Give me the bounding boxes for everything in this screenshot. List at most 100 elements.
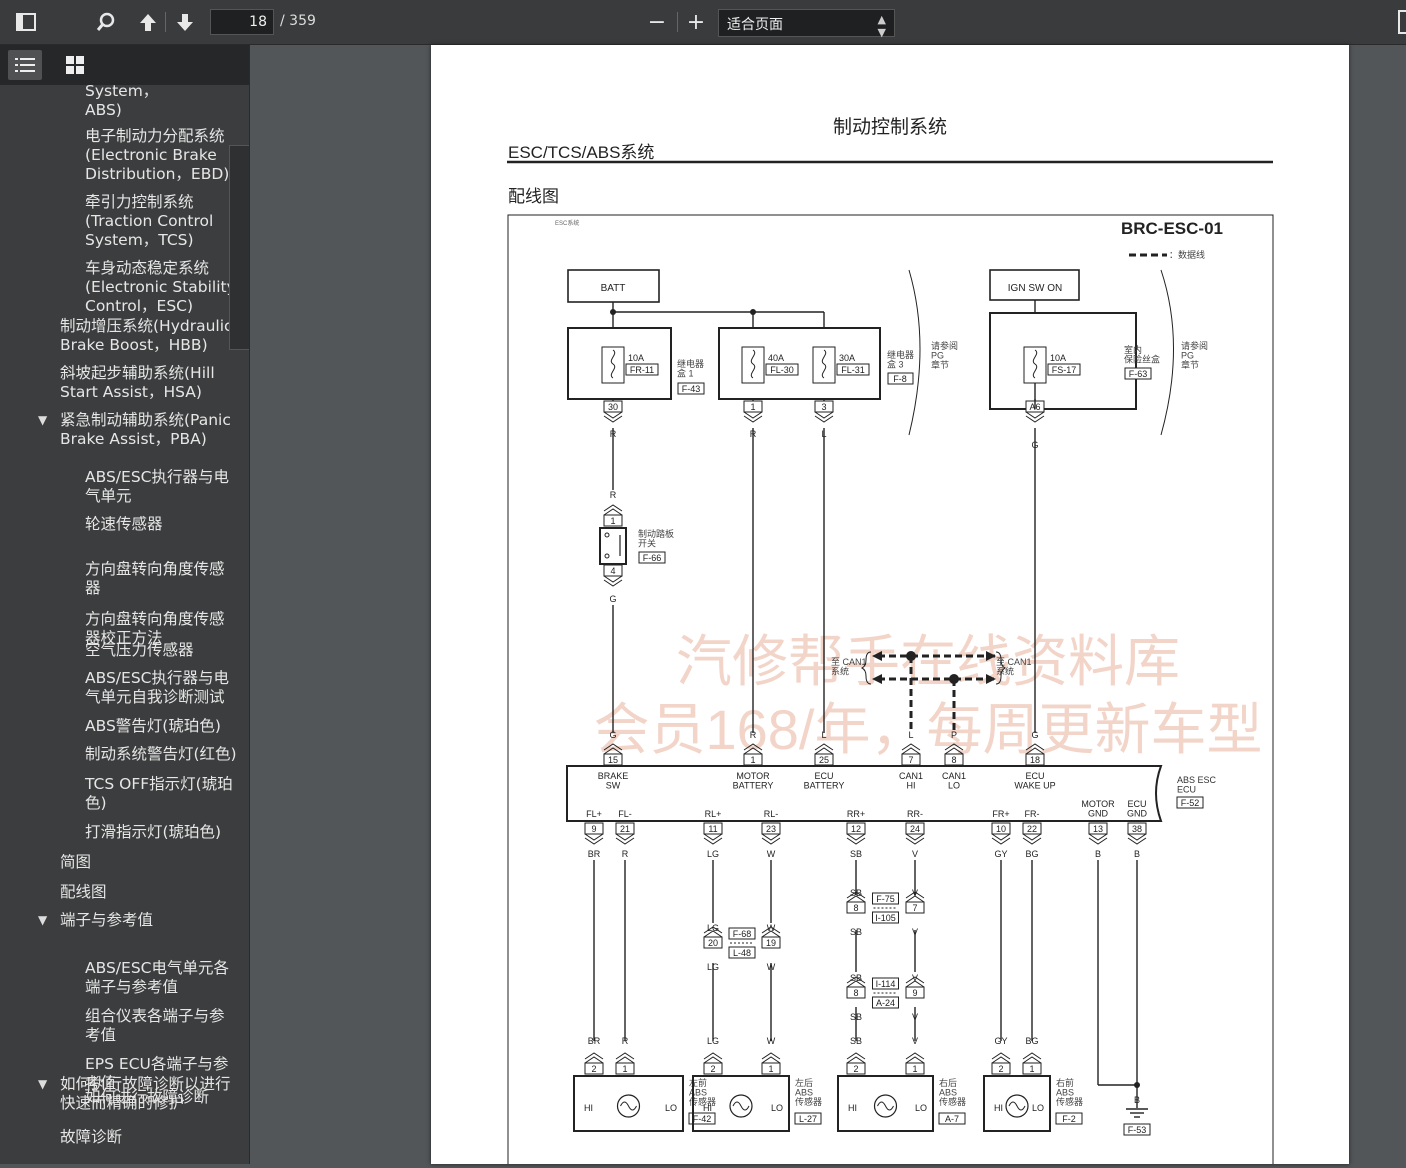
next-page-button[interactable] (171, 8, 199, 36)
abs-sensor-box (837, 1075, 934, 1132)
zoom-in-button[interactable]: + (682, 8, 710, 36)
outline-item[interactable]: 简图 (60, 853, 92, 871)
tab-outline[interactable] (8, 50, 42, 80)
outline-item[interactable]: 制动增压系统(Hydraulic Brake Boost，HBB) (60, 317, 233, 354)
outline-item[interactable]: ABS/ESC执行器与电 气单元 (85, 468, 229, 505)
outline-item[interactable]: EPS ECU各端子与参 考值 (85, 1055, 229, 1092)
fuse-id-box (1047, 363, 1081, 376)
more-tools-icon[interactable] (1398, 10, 1406, 34)
conn-tag-label: F-66 (643, 553, 662, 563)
wire-color: BG (1025, 849, 1038, 859)
page-number-input[interactable] (210, 9, 274, 35)
expanded-triangle-icon[interactable]: ▼ (38, 413, 48, 427)
outline-item[interactable]: 紧急制动辅助系统(Panic Brake Assist，PBA) (60, 411, 231, 448)
sensor-pin (615, 1062, 635, 1075)
wheel-sensor-icon (729, 1094, 753, 1118)
outline-item[interactable]: 牵引力控制系统 (Traction Control System，TCS) (85, 193, 214, 249)
sidebar-toggle-button[interactable] (12, 8, 40, 36)
ecu-pin-label: FR+ (992, 809, 1009, 819)
pin-number: 11 (708, 824, 717, 834)
outline-item[interactable]: 配线图 (60, 883, 107, 901)
arrow-right-icon (986, 651, 996, 661)
pin-number: 2 (853, 1064, 858, 1074)
outline-item[interactable]: 组合仪表各端子与参 考值 (85, 1007, 225, 1044)
outline-item[interactable]: 制动系统警告灯(红色) (85, 745, 237, 763)
pin-chevron (846, 976, 866, 984)
outline-item[interactable]: 故障诊断 (60, 1128, 123, 1146)
pin-number: 8 (853, 903, 858, 913)
ecu-bottom-pin (584, 822, 604, 835)
fuse-icon (1032, 349, 1038, 379)
wire-color: SB (850, 1036, 862, 1046)
outline-item[interactable]: TCS OFF指示灯(琥珀 色) (85, 775, 233, 812)
pin-chevron (615, 837, 635, 845)
outline-item[interactable]: 端子与参考值 (60, 911, 154, 929)
pin-chevron (761, 930, 781, 938)
outline-item[interactable]: ABS/ESC电气单元各 端子与参考值 (85, 959, 229, 996)
wire-color: SB (850, 849, 862, 859)
ecu-pin-label: RR- (907, 809, 923, 819)
ecu-bottom-pin (1127, 822, 1147, 835)
tab-thumbnails[interactable] (58, 50, 92, 80)
pin-chevron (814, 743, 834, 751)
pdf-toolbar: / 359 − + 适合页面 ▲▼ (0, 0, 1406, 45)
search-button[interactable] (92, 8, 120, 36)
pin-chevron (1088, 833, 1108, 841)
mid-connector-pin (905, 986, 925, 999)
pin-chevron (703, 1052, 723, 1060)
outline-item[interactable]: 如何执行故障诊断以进行 快速而精确的修护 (60, 1075, 231, 1112)
sidebar-scrollbar[interactable] (229, 145, 249, 350)
pin-chevron (703, 833, 723, 841)
ecu-bottom-pin (846, 822, 866, 835)
sensor-wave (1008, 1101, 1026, 1111)
outline-item[interactable]: 如何进行故障诊断 (85, 1088, 210, 1106)
ecu-pin-label: FL- (618, 809, 632, 819)
outline-item[interactable]: 轮速传感器 (85, 515, 163, 533)
conn-tag (728, 927, 756, 940)
wire-color: LG (707, 923, 719, 933)
expanded-triangle-icon[interactable]: ▼ (38, 913, 48, 927)
fuse-id-box (765, 363, 799, 376)
outline-item[interactable]: 电子制动力分配系统 (Electronic Brake Distribution… (85, 127, 230, 183)
fuse-icon (750, 349, 756, 379)
pin-chevron (814, 747, 834, 755)
outline-item[interactable]: 方向盘转向角度传感 器校正方法 (85, 610, 225, 647)
pin-chevron (1025, 411, 1045, 419)
mid-connector-pin (761, 936, 781, 949)
brace (1160, 269, 1174, 436)
outline-item[interactable]: 方向盘转向角度传感 器 (85, 560, 225, 597)
fuse-id-box (625, 363, 659, 376)
previous-page-button[interactable] (134, 8, 162, 36)
outline-item[interactable]: 空气压力传感器 (85, 641, 194, 659)
wire-color: G (609, 594, 616, 604)
expanded-triangle-icon[interactable]: ▼ (38, 1077, 48, 1091)
relay-box-1 (567, 327, 672, 400)
pin-number: 1 (750, 755, 755, 765)
conn-tag (887, 372, 914, 385)
outline-item[interactable]: ABS/ESC执行器与电 气单元自我诊断测试 (85, 669, 229, 706)
brace (860, 651, 872, 685)
pin-chevron (1022, 837, 1042, 845)
outline-item[interactable]: ABS警告灯(琥珀色) (85, 717, 221, 735)
ecu-pin-label: FL+ (586, 809, 602, 819)
wire-color: G (1031, 440, 1038, 450)
pin-chevron (905, 976, 925, 984)
zoom-out-button[interactable]: − (643, 8, 671, 36)
pin-chevron (991, 1056, 1011, 1064)
outline-item[interactable]: 斜坡起步辅助系统(Hill Start Assist，HSA) (60, 364, 215, 401)
ecu-bottom-pin (991, 822, 1011, 835)
pin-number: 24 (910, 824, 920, 834)
outline-item[interactable]: 打滑指示灯(琥珀色) (85, 823, 222, 841)
ign-label: IGN SW ON (1008, 283, 1062, 294)
zoom-select[interactable]: 适合页面 ▲▼ (718, 9, 895, 39)
page-header-title: 制动控制系统 (833, 116, 947, 138)
toolbar-divider (677, 12, 678, 32)
outline-item[interactable]: 车身动态稳定系统 (Electronic Stability Control，E… (85, 259, 236, 315)
pin-chevron (1025, 415, 1045, 423)
pin-number: 18 (1030, 755, 1040, 765)
conn-tag (677, 382, 705, 395)
pin-chevron (901, 743, 921, 751)
